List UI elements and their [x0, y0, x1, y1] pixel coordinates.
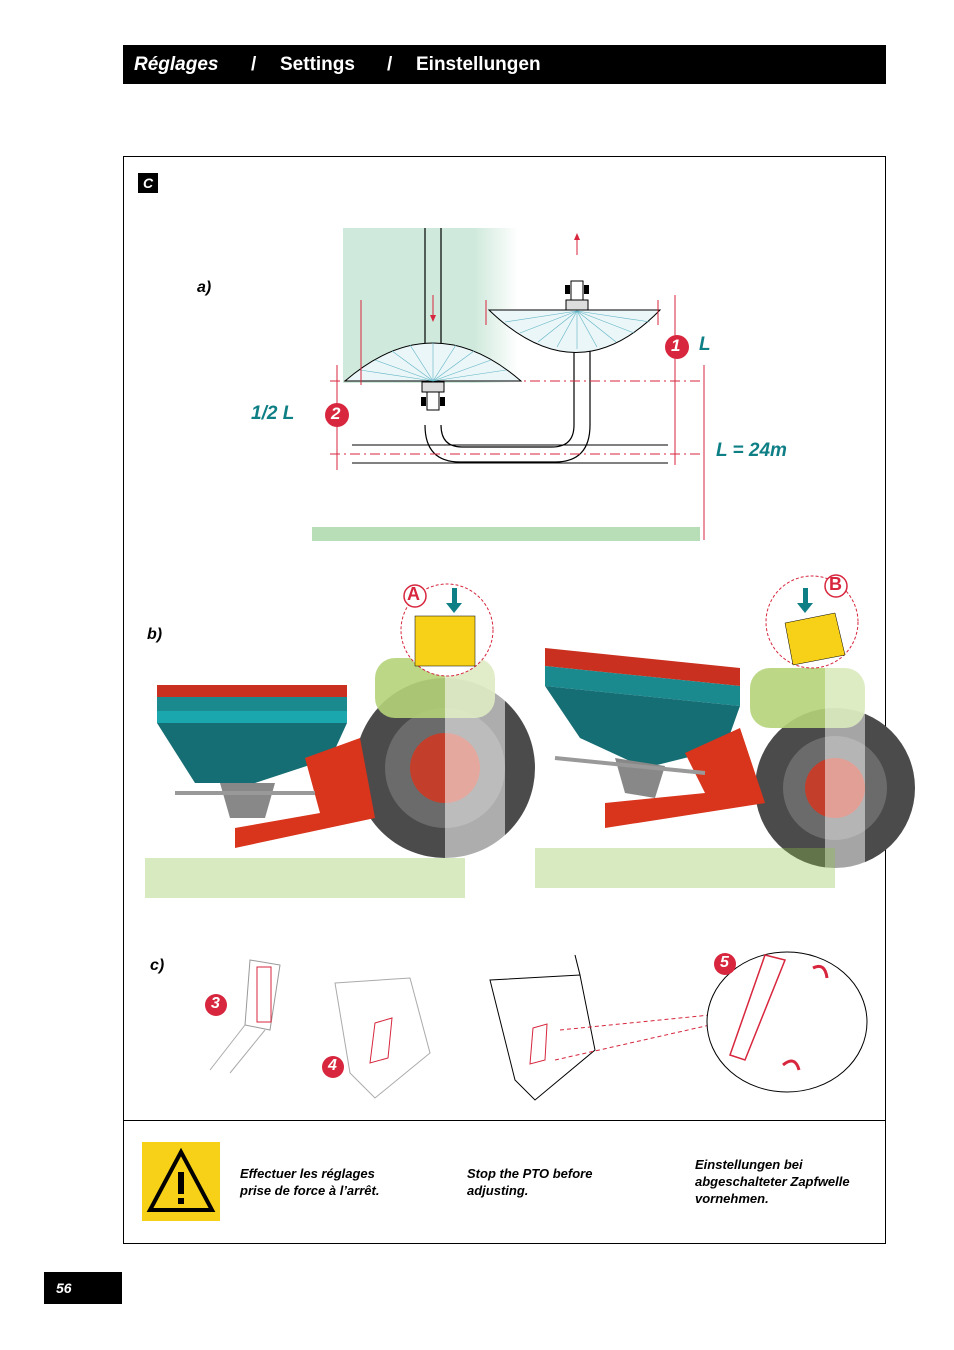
- adjustment-step-3-illustration: [209, 959, 281, 1074]
- header-title-fr: Réglages: [134, 54, 219, 75]
- warning-text-en: Stop the PTO before adjusting.: [467, 1166, 593, 1198]
- header-separator: /: [387, 54, 393, 75]
- marker-B: [824, 574, 848, 598]
- part-a-label: a): [197, 279, 212, 296]
- marker-5-label: 5: [720, 954, 729, 971]
- marker-A: [403, 584, 427, 608]
- adjustment-step-spreader-illustration: [489, 954, 711, 1101]
- warning-icon: [142, 1142, 220, 1221]
- warning-divider: [123, 1120, 886, 1121]
- adjustment-step-4-illustration: [334, 977, 431, 1099]
- label-working-width: L = 24m: [716, 440, 787, 461]
- marker-B-label: B: [829, 574, 842, 594]
- header-bar: Réglages / Settings / Einstellungen: [123, 45, 886, 84]
- marker-1-label: 1: [671, 336, 681, 355]
- decal-inset-b: [765, 575, 859, 669]
- marker-2-label: 2: [331, 404, 341, 423]
- spreader-illustration-a: [145, 588, 535, 938]
- label-half-L: 1/2 L: [251, 403, 295, 424]
- marker-4: [322, 1056, 344, 1078]
- part-b-label: b): [147, 626, 163, 643]
- part-c-label: c): [150, 957, 165, 974]
- tractor-icon: [421, 381, 445, 411]
- page-number: 56: [44, 1272, 122, 1304]
- label-L: L: [699, 334, 711, 355]
- warning-text-de: Einstellungen bei abgeschalteter Zapfwel…: [695, 1157, 850, 1206]
- grass-strip: [312, 527, 700, 541]
- marker-5: [714, 953, 736, 975]
- marker-3: [205, 994, 227, 1016]
- tractor-icon: [565, 280, 589, 311]
- content-frame: [123, 156, 886, 1244]
- decal-inset-a: [400, 583, 494, 677]
- marker-A-label: A: [407, 584, 420, 604]
- warning-text-fr: Effectuer les réglages prise de force à …: [240, 1166, 380, 1198]
- marker-2: [325, 403, 349, 427]
- section-badge: C: [138, 173, 158, 193]
- spreading-pattern-diagram: [312, 228, 705, 541]
- marker-4-label: 4: [328, 1057, 337, 1074]
- header-title-de: Einstellungen: [416, 54, 541, 75]
- marker-3-label: 3: [211, 995, 220, 1012]
- header-title-en: Settings: [280, 54, 355, 75]
- marker-1: [665, 335, 689, 359]
- header-separator: /: [251, 54, 257, 75]
- spread-fan-upper: [487, 309, 662, 353]
- detail-inset-5: [706, 951, 868, 1093]
